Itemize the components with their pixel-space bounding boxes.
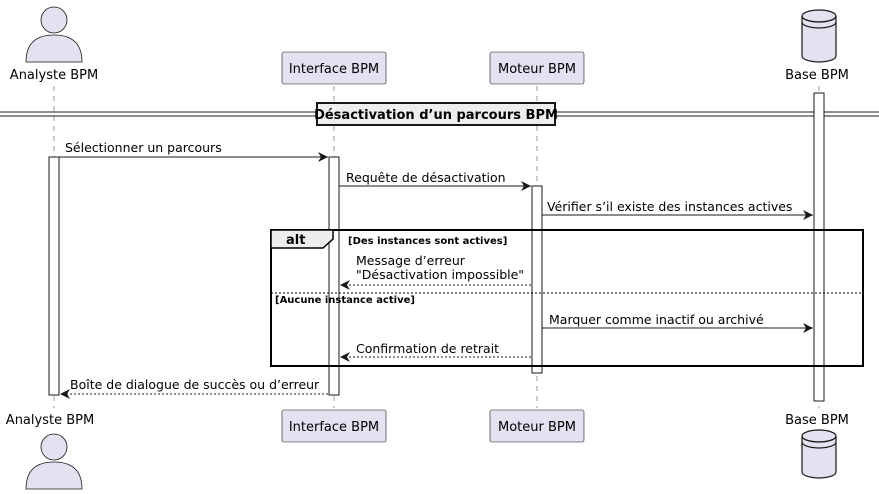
message-label-2: Requête de désactivation (346, 170, 506, 185)
alt-tab (270, 229, 334, 249)
message-label-6: Confirmation de retrait (356, 341, 499, 356)
activation-interface (328, 156, 340, 396)
message-label-5: Marquer comme inactif ou archivé (549, 312, 764, 327)
alt-frame (270, 229, 864, 367)
participant-interface-box-bottom (281, 409, 387, 443)
actor-icon (25, 433, 83, 490)
participant-interface-label-bottom: Interface BPM (289, 420, 379, 435)
alt-guard-2: [Aucune instance active] (275, 295, 415, 306)
message-label-4-line-1: Message d’erreur (356, 253, 466, 268)
divider-title: Désactivation d’un parcours BPM (314, 108, 558, 123)
database-icon (801, 9, 837, 63)
participant-interface-box (281, 51, 387, 85)
participant-analyst-label-bottom: Analyste BPM (6, 413, 94, 428)
participants-top: Analyste BPM Interface BPM Moteur BPM Ba… (10, 6, 849, 85)
divider-box (316, 102, 556, 126)
divider: Désactivation d’un parcours BPM (0, 102, 879, 126)
participant-analyst-label: Analyste BPM (10, 68, 98, 83)
participant-interface-label: Interface BPM (289, 62, 379, 77)
participants-bottom: Analyste BPM Interface BPM Moteur BPM Ba… (6, 409, 849, 490)
alt-guard-1: [Des instances sont actives] (348, 236, 507, 247)
activation-database (813, 92, 825, 402)
activation-engine (531, 185, 543, 374)
participant-engine-label: Moteur BPM (498, 62, 576, 77)
message-label-3: Vérifier s’il existe des instances activ… (547, 199, 792, 214)
participant-engine-box (489, 51, 585, 85)
lifelines (53, 86, 820, 408)
participant-database-label-bottom: Base BPM (785, 413, 849, 428)
activation-analyst (48, 156, 60, 396)
alt-keyword: alt (286, 233, 305, 248)
activation-bars (48, 92, 825, 402)
actor-icon (25, 6, 83, 63)
message-label-4-line-2: "Désactivation impossible" (356, 267, 524, 282)
alt-fragment: alt [Des instances sont actives] [Aucune… (270, 229, 864, 367)
messages: Sélectionner un parcours Requête de désa… (59, 140, 813, 399)
message-label-7: Boîte de dialogue de succès ou d’erreur (70, 377, 320, 392)
message-label-1: Sélectionner un parcours (65, 140, 222, 155)
participant-engine-label-bottom: Moteur BPM (498, 420, 576, 435)
database-icon (801, 429, 837, 479)
participant-database-label: Base BPM (785, 68, 849, 83)
participant-engine-box-bottom (489, 409, 585, 443)
